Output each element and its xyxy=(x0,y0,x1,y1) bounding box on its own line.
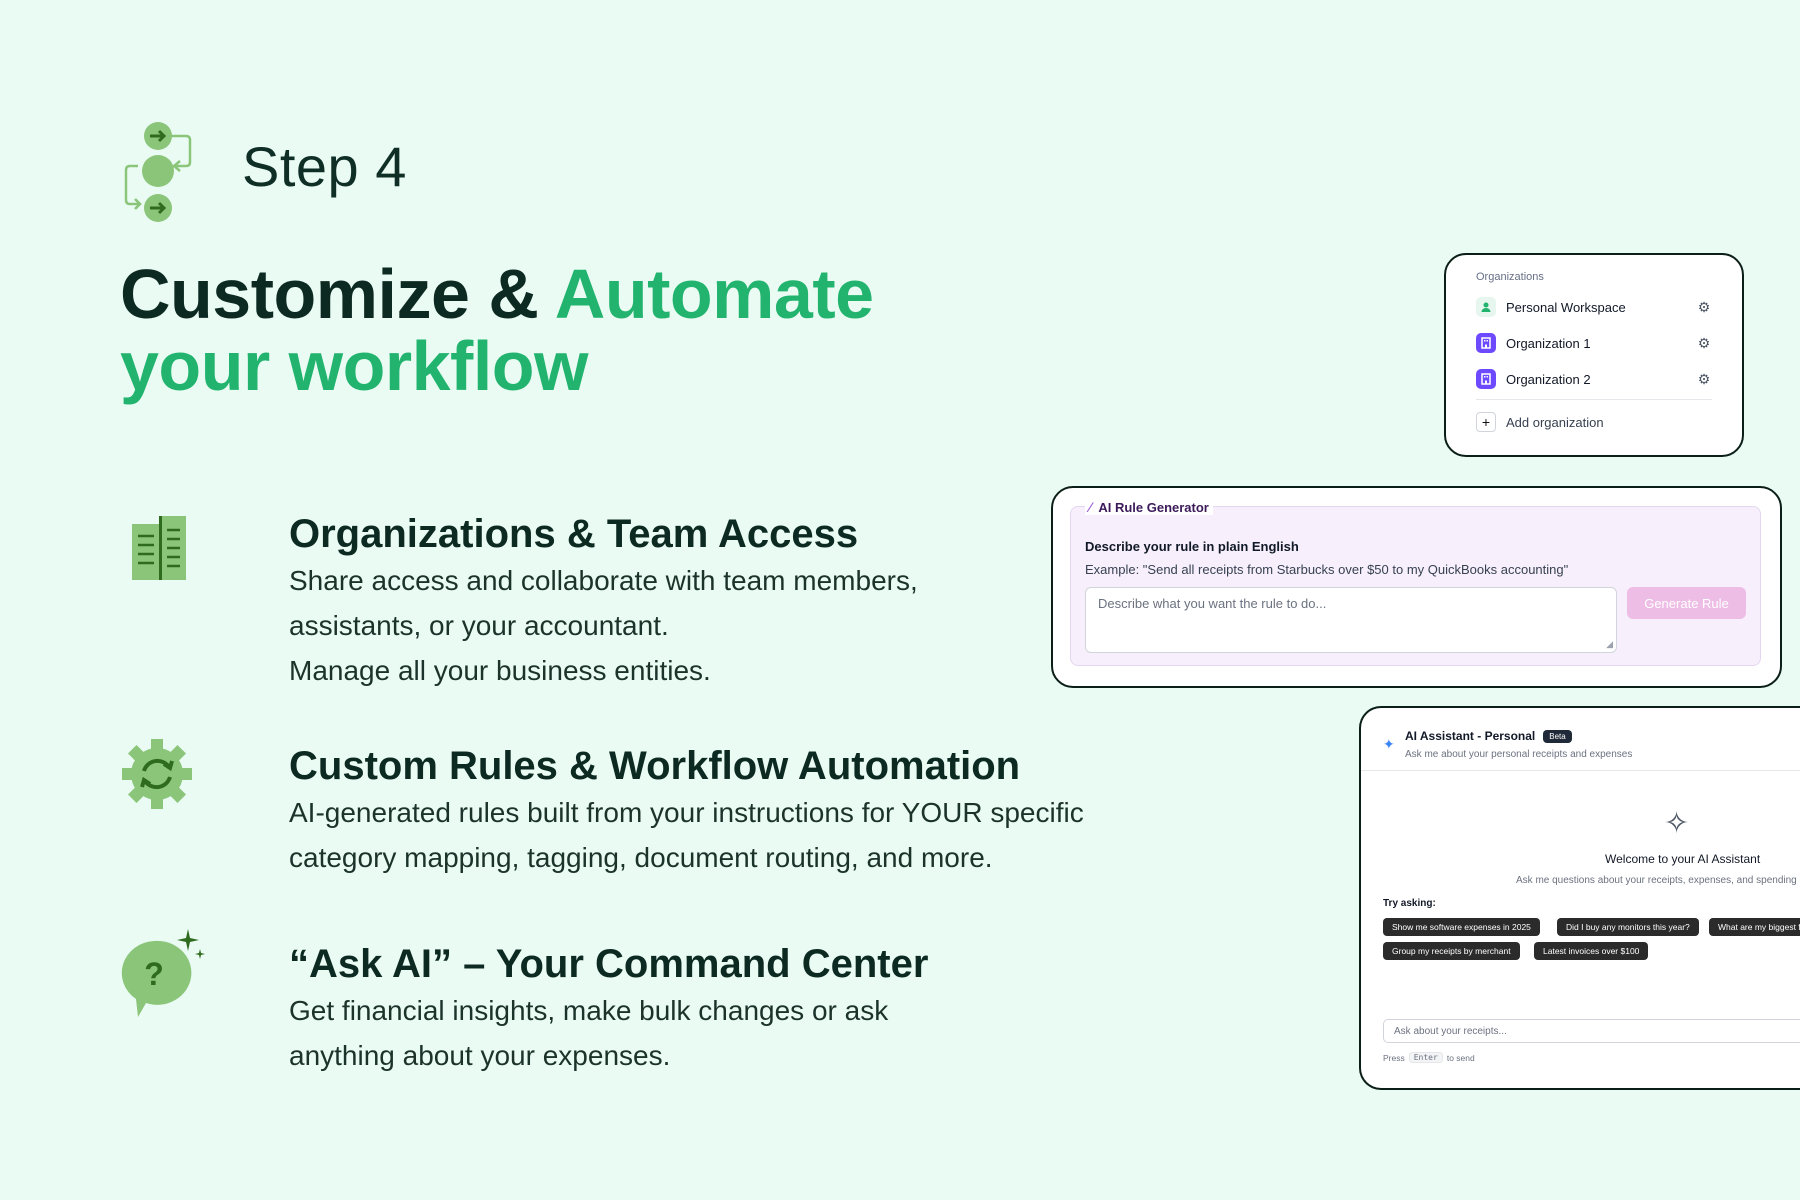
hint-text: to send xyxy=(1446,1052,1475,1063)
ask-ai-input[interactable]: Ask about your receipts... xyxy=(1383,1019,1800,1043)
rule-generator-panel: ⁄ AI Rule Generator Describe your rule i… xyxy=(1070,499,1761,666)
feature-line: Share access and collaborate with team m… xyxy=(289,565,918,596)
organizations-heading: Organizations xyxy=(1476,271,1544,283)
workflow-steps-icon xyxy=(118,122,208,226)
plus-icon: + xyxy=(1476,412,1496,432)
ai-assistant-subtitle: Ask me about your personal receipts and … xyxy=(1405,749,1633,760)
divider xyxy=(1476,399,1712,400)
enter-key: Enter xyxy=(1408,1052,1443,1063)
sparkle-icon: ✦ xyxy=(1383,736,1395,752)
magic-wand-icon: ⁄ xyxy=(1089,499,1092,515)
chat-question-icon: ? xyxy=(118,925,208,1020)
rule-description-input[interactable]: Describe what you want the rule to do...… xyxy=(1085,587,1617,653)
page-headline: Customize & Automate your workflow xyxy=(120,258,874,402)
settings-icon[interactable]: ⚙ xyxy=(1697,298,1711,315)
org-item-personal[interactable]: Personal Workspace ⚙ xyxy=(1476,295,1712,319)
beta-badge: Beta xyxy=(1543,729,1572,743)
feature-body-organizations: Share access and collaborate with team m… xyxy=(289,558,918,693)
send-hint: Press Enter to send xyxy=(1383,1052,1475,1063)
suggestion-chip[interactable]: Did I buy any monitors this year? xyxy=(1557,918,1699,936)
svg-text:?: ? xyxy=(144,956,164,992)
generate-rule-button[interactable]: Generate Rule xyxy=(1627,587,1746,619)
organizations-card: Organizations Personal Workspace ⚙ Organ… xyxy=(1444,253,1744,457)
ai-assistant-header: ✦ AI Assistant - Personal Beta Ask me ab… xyxy=(1361,708,1800,771)
feature-title-organizations: Organizations & Team Access xyxy=(289,512,859,556)
feature-title-rules: Custom Rules & Workflow Automation xyxy=(289,744,1021,788)
feature-line: anything about your expenses. xyxy=(289,1040,671,1071)
user-icon xyxy=(1476,297,1496,317)
welcome-subtitle: Ask me questions about your receipts, ex… xyxy=(1516,875,1797,886)
headline-part1: Customize & xyxy=(120,255,555,333)
suggestion-chip[interactable]: Latest invoices over $100 xyxy=(1534,942,1649,960)
feature-body-ask-ai: Get financial insights, make bulk change… xyxy=(289,988,888,1078)
building-icon xyxy=(130,512,210,592)
headline-part2: Automate xyxy=(554,255,874,333)
feature-line: Get financial insights, make bulk change… xyxy=(289,995,889,1026)
hint-text: Press xyxy=(1383,1052,1405,1063)
org-name: Organization 2 xyxy=(1506,371,1591,387)
settings-icon[interactable]: ⚙ xyxy=(1697,334,1711,351)
gear-sync-icon xyxy=(120,737,200,817)
ai-assistant-title: AI Assistant - Personal Beta xyxy=(1405,729,1572,743)
suggestion-chip[interactable]: Show me software expenses in 2025 xyxy=(1383,918,1540,936)
org-item-2[interactable]: Organization 2 ⚙ xyxy=(1476,367,1712,391)
welcome-heading: Welcome to your AI Assistant xyxy=(1605,852,1761,866)
org-item-1[interactable]: Organization 1 ⚙ xyxy=(1476,331,1712,355)
add-organization-label: Add organization xyxy=(1506,414,1604,430)
feature-line: Manage all your business entities. xyxy=(289,655,711,686)
rule-generator-title-text: AI Rule Generator xyxy=(1098,499,1209,515)
rule-generator-card: ⁄ AI Rule Generator Describe your rule i… xyxy=(1051,486,1782,688)
add-organization-button[interactable]: + Add organization xyxy=(1476,412,1604,432)
building-icon xyxy=(1476,333,1496,353)
rule-example: Example: "Send all receipts from Starbuc… xyxy=(1085,562,1569,577)
suggestion-chip[interactable]: What are my biggest fo xyxy=(1709,918,1800,936)
feature-body-rules: AI-generated rules built from your instr… xyxy=(289,790,1084,880)
rule-input-placeholder: Describe what you want the rule to do... xyxy=(1098,596,1327,611)
rule-generator-title: ⁄ AI Rule Generator xyxy=(1085,499,1213,515)
feature-title-ask-ai: “Ask AI” – Your Command Center xyxy=(289,942,929,986)
org-name: Personal Workspace xyxy=(1506,299,1626,315)
headline-line2: your workflow xyxy=(120,327,588,405)
resize-handle-icon[interactable]: ◢ xyxy=(1606,639,1613,649)
suggestion-chip[interactable]: Group my receipts by merchant xyxy=(1383,942,1520,960)
building-icon xyxy=(1476,369,1496,389)
org-name: Organization 1 xyxy=(1506,335,1591,351)
rule-label: Describe your rule in plain English xyxy=(1085,539,1299,554)
feature-line: category mapping, tagging, document rout… xyxy=(289,842,993,873)
try-asking-label: Try asking: xyxy=(1383,898,1436,909)
sparkle-icon: ✧ xyxy=(1664,807,1690,840)
feature-line: AI-generated rules built from your instr… xyxy=(289,797,1084,828)
step-label: Step 4 xyxy=(242,135,407,198)
feature-line: assistants, or your accountant. xyxy=(289,610,669,641)
settings-icon[interactable]: ⚙ xyxy=(1697,370,1711,387)
ai-assistant-title-text: AI Assistant - Personal xyxy=(1405,729,1536,743)
ai-assistant-card: ✦ AI Assistant - Personal Beta Ask me ab… xyxy=(1359,706,1800,1090)
